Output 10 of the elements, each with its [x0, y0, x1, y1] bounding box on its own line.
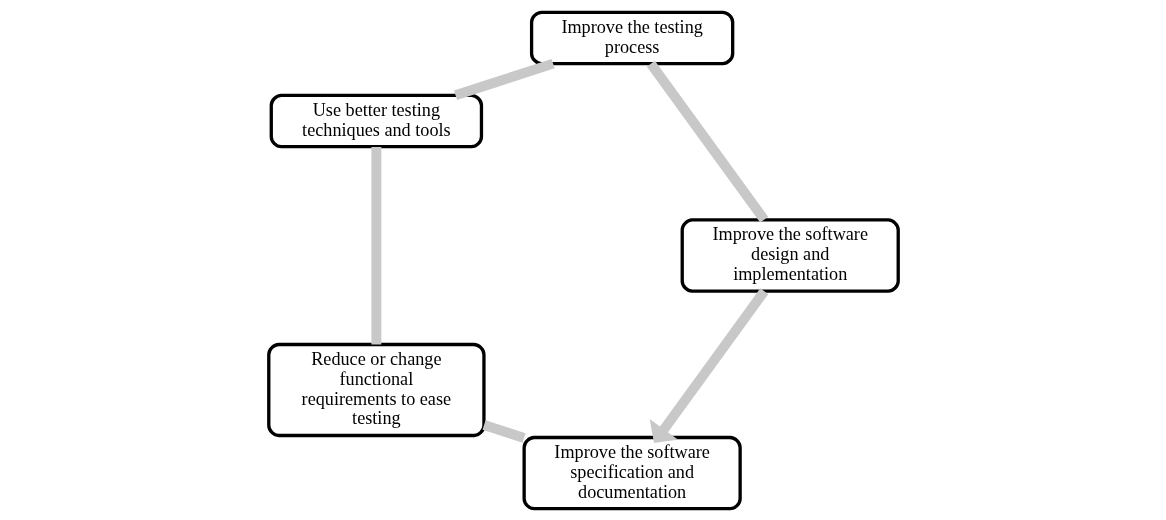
connector [453, 58, 555, 100]
node-box: Use better testing techniques and tools [269, 93, 483, 148]
arrow [649, 287, 768, 443]
node-box: Improve the software specification and documentation [522, 435, 742, 510]
connector [370, 146, 381, 344]
node-box: Improve the software design and implementation [680, 217, 900, 293]
node-box: Improve the testing process [529, 10, 734, 65]
connector [482, 419, 526, 443]
connector [646, 60, 768, 223]
node-box: Reduce or change functional requirements to ease testing [266, 342, 486, 437]
